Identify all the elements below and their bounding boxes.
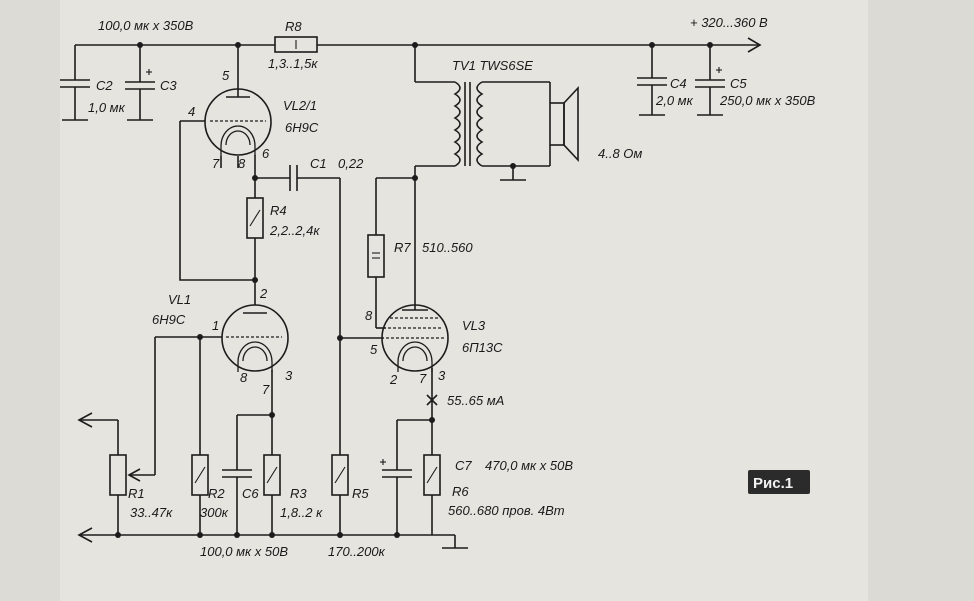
c2-name: C2	[96, 78, 113, 93]
top-cap-rating: 100,0 мк х 350В	[98, 18, 194, 33]
r7-name: R7	[394, 240, 411, 255]
r6-value: 560..680 пров. 4Вт	[448, 503, 565, 518]
c5-value: 250,0 мк х 350В	[719, 93, 816, 108]
resistor-r5	[331, 454, 349, 535]
r3-value: 1,8..2 к	[280, 505, 323, 520]
c7-name: C7	[455, 458, 472, 473]
c6-rating: 100,0 мк х 50В	[200, 544, 288, 559]
vl3-pin-8: 8	[365, 308, 373, 323]
transformer-tv1	[414, 45, 550, 300]
c6-name: C6	[242, 486, 259, 501]
current-cross-icon	[426, 394, 438, 406]
speaker-value: 4..8 Ом	[598, 146, 642, 161]
supply-rail	[75, 37, 762, 53]
r3-name: R3	[290, 486, 307, 501]
vl2-name: VL2/1	[283, 98, 317, 113]
vl2-pin-6: 6	[262, 146, 270, 161]
r5-name: R5	[352, 486, 369, 501]
vl2-pin-7: 7	[212, 156, 220, 171]
vl3-name: VL3	[462, 318, 486, 333]
potentiometer-r1	[77, 337, 156, 535]
capacitor-c1	[289, 165, 343, 455]
vl1-pin-2: 2	[259, 286, 268, 301]
resistor-r8	[274, 36, 318, 53]
vl1-cathode-net	[236, 412, 275, 470]
capacitor-c4	[637, 45, 667, 116]
c7-value: 470,0 мк х 50В	[485, 458, 573, 473]
speaker-icon	[549, 82, 579, 166]
vl3-pin-3: 3	[438, 368, 446, 383]
resistor-r6	[423, 454, 441, 535]
c1-name: C1	[310, 156, 327, 171]
c1-value: 0,22	[338, 156, 364, 171]
tv1-name: TV1 TWS6SE	[452, 58, 533, 73]
r6-name: R6	[452, 484, 469, 499]
vl2-pin-5: 5	[222, 68, 230, 83]
vl1-pin-3: 3	[285, 368, 293, 383]
resistor-r2	[191, 337, 209, 535]
vl2-cathode-net	[252, 175, 290, 198]
ground-bus	[77, 527, 468, 549]
capacitor-c2	[60, 45, 90, 120]
vl2-grid-wire	[179, 121, 255, 281]
r8-value: 1,3..1,5к	[268, 56, 318, 71]
vl3-pin-7: 7	[419, 371, 427, 386]
c5-name: C5	[730, 76, 747, 91]
r4-name: R4	[270, 203, 287, 218]
figure-label: Рис.1	[753, 475, 793, 492]
capacitor-c7	[380, 459, 412, 535]
vl3-pin-2: 2	[389, 372, 398, 387]
current-label: 55..65 мА	[447, 393, 504, 408]
r5-value: 170..200к	[328, 544, 386, 559]
vl2-pin-8: 8	[238, 156, 246, 171]
r2-value: 300к	[200, 505, 229, 520]
capacitor-c3	[125, 45, 155, 120]
r8-name: R8	[285, 19, 302, 34]
vl2-type: 6Н9С	[285, 120, 319, 135]
c3-name: C3	[160, 78, 177, 93]
vl2-pin-4: 4	[188, 104, 195, 119]
capacitor-c5	[695, 45, 725, 116]
r1-name: R1	[128, 486, 145, 501]
resistor-r7	[367, 175, 418, 328]
vl1-pin-8: 8	[240, 370, 248, 385]
r1-value: 33..47к	[130, 505, 173, 520]
r7-value: 510..560	[422, 240, 473, 255]
tube-vl2	[180, 45, 272, 178]
resistor-r3	[263, 454, 281, 535]
vl1-type: 6Н9С	[152, 312, 186, 327]
tube-vl1	[155, 304, 289, 415]
r2-name: R2	[208, 486, 225, 501]
figure-label-badge: Рис.1	[748, 470, 810, 494]
tube-vl3	[340, 300, 449, 455]
capacitor-c6	[222, 469, 252, 535]
c4-value: 2,0 мк	[655, 93, 694, 108]
vl3-cathode-net	[396, 417, 435, 470]
c4-name: C4	[670, 76, 687, 91]
vl1-name: VL1	[168, 292, 191, 307]
vl3-pin-5: 5	[370, 342, 378, 357]
vl1-pin-7: 7	[262, 382, 270, 397]
vl3-type: 6П13С	[462, 340, 503, 355]
vl1-pin-1: 1	[212, 318, 219, 333]
supply-label: + 320...360 В	[690, 15, 768, 30]
r4-value: 2,2..2,4к	[269, 223, 320, 238]
c2-value: 1,0 мк	[88, 100, 126, 115]
